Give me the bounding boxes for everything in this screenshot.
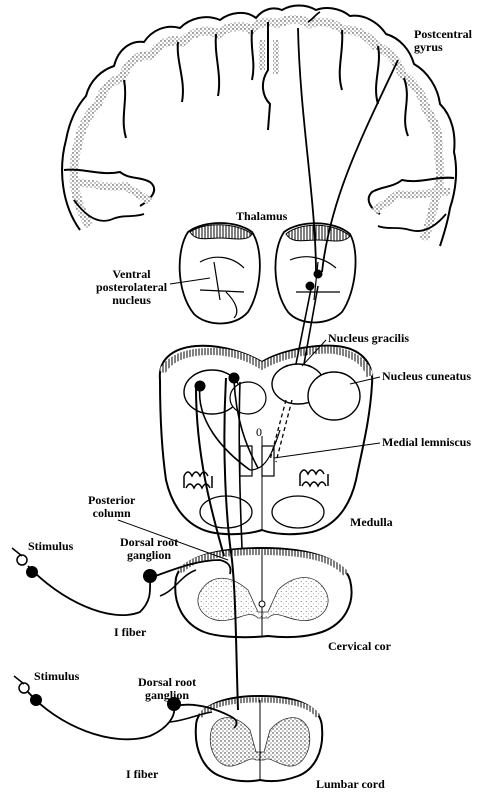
medulla <box>160 346 372 534</box>
sulcus <box>216 34 219 96</box>
label-dorsal-root-ganglion-lower: Dorsal root ganglion <box>138 676 196 702</box>
label-posterior-column: Posterior column <box>88 494 135 520</box>
label-cervical-cord: Cervical cor <box>328 640 391 653</box>
label-nucleus-cuneatus: Nucleus cuneatus <box>382 370 471 383</box>
label-medial-lemniscus: Medial lemniscus <box>382 436 471 449</box>
vpl-neuron <box>314 270 323 279</box>
label-fiber-lower: I fiber <box>126 768 158 781</box>
thalamus <box>180 223 356 324</box>
cervical-central-canal <box>259 601 265 607</box>
label-thalamus: Thalamus <box>236 210 287 223</box>
receptor-open-upper <box>17 555 27 565</box>
label-postcentral-gyrus: Postcentral gyrus <box>414 28 472 54</box>
nucleus-cuneatus-right <box>308 372 360 420</box>
receptor-stem-lower <box>14 676 24 684</box>
receptor-filled-lower <box>30 694 42 706</box>
label-stimulus-upper: Stimulus <box>28 540 73 553</box>
label-vpl-nucleus: Ventral posterolateral nucleus <box>96 268 167 307</box>
sensory-fiber-upper <box>28 566 150 615</box>
label-central-canal: 0 <box>256 426 262 439</box>
receptor-stem-upper <box>12 548 22 556</box>
sulcus <box>178 42 183 102</box>
pyramid-right <box>272 496 324 528</box>
label-nucleus-gracilis: Nucleus gracilis <box>328 332 409 345</box>
longitudinal-fissure <box>263 22 270 130</box>
label-lumbar-cord: Lumbar cord <box>316 778 385 791</box>
sulcus <box>124 80 126 138</box>
sulcus <box>376 46 379 104</box>
sulcus <box>404 78 408 136</box>
label-stimulus-lower: Stimulus <box>34 670 79 683</box>
label-dorsal-root-ganglion-upper: Dorsal root ganglion <box>120 536 178 562</box>
vpl-neuron <box>306 282 315 291</box>
label-fiber-upper: I fiber <box>114 626 146 639</box>
receptor-open-lower <box>19 683 29 693</box>
dorsal-root-ganglion-upper <box>143 569 157 583</box>
sulcus <box>340 30 343 90</box>
sulcus <box>252 30 254 80</box>
label-medulla: Medulla <box>350 516 393 529</box>
receptor-filled-upper <box>26 566 38 578</box>
